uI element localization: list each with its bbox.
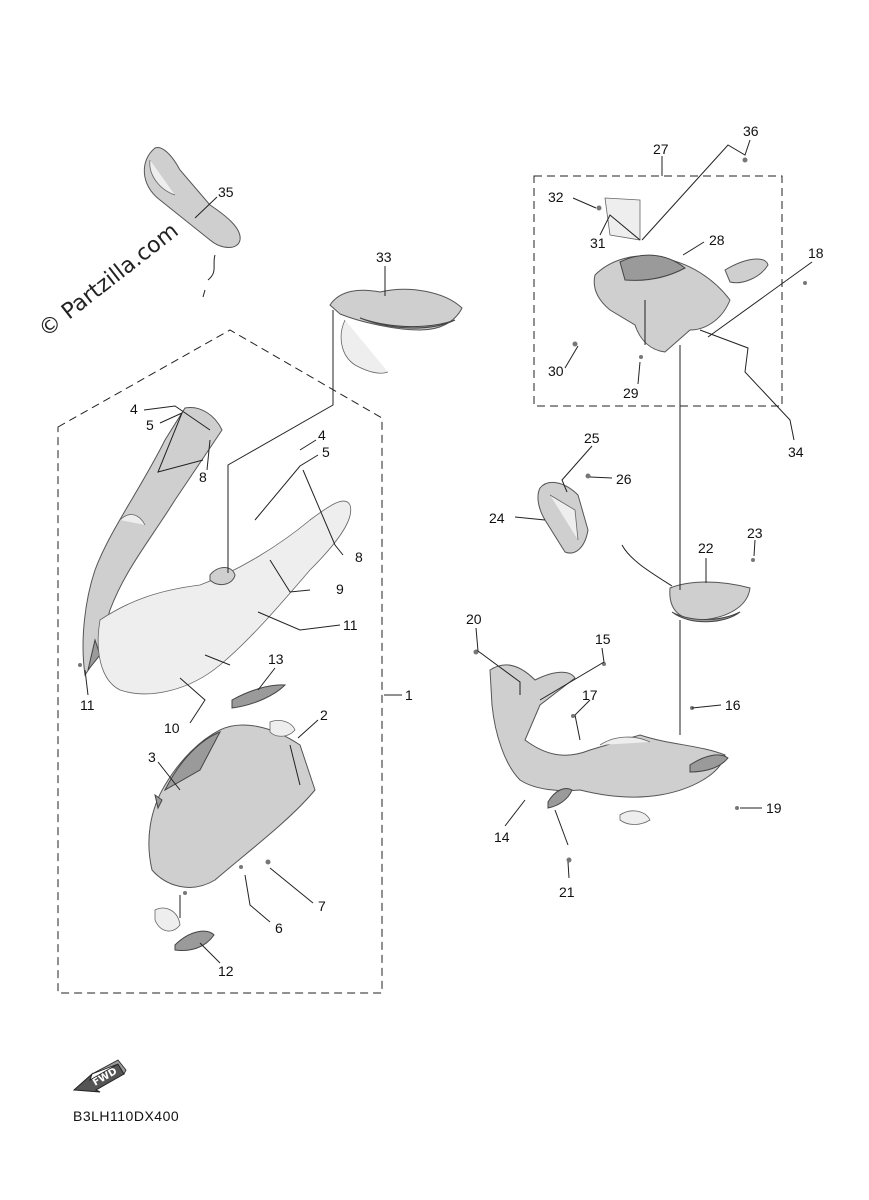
- part-14-frame[interactable]: [489, 664, 729, 825]
- callout-22[interactable]: 22: [698, 540, 714, 556]
- callout-17[interactable]: 17: [582, 687, 598, 703]
- fwd-arrow-icon: FWD: [72, 1059, 127, 1093]
- callout-12[interactable]: 12: [218, 963, 234, 979]
- callout-35[interactable]: 35: [218, 184, 234, 200]
- callout-24[interactable]: 24: [489, 510, 505, 526]
- callout-4-right[interactable]: 4: [318, 427, 326, 443]
- callout-8-right[interactable]: 8: [355, 549, 363, 565]
- callout-18[interactable]: 18: [808, 245, 824, 261]
- watermark: © Partzilla.com: [34, 219, 183, 343]
- callout-13[interactable]: 13: [268, 651, 284, 667]
- callout-20[interactable]: 20: [466, 611, 482, 627]
- callout-2[interactable]: 2: [320, 707, 328, 723]
- diagram-code: B3LH110DX400: [73, 1108, 179, 1124]
- callout-11[interactable]: 11: [80, 697, 95, 713]
- callout-21[interactable]: 21: [559, 884, 575, 900]
- callout-19[interactable]: 19: [766, 800, 782, 816]
- callout-5-right[interactable]: 5: [322, 444, 330, 460]
- callout-27[interactable]: 27: [653, 141, 669, 157]
- callout-33[interactable]: 33: [376, 249, 392, 265]
- part-24-headlight[interactable]: [537, 481, 589, 554]
- leader-lines: [84, 139, 813, 964]
- callout-4[interactable]: 4: [130, 401, 138, 417]
- part-3-lower-panel[interactable]: [148, 720, 316, 888]
- group-1-boundary: [57, 329, 383, 994]
- callout-25[interactable]: 25: [584, 430, 600, 446]
- callout-16[interactable]: 16: [725, 697, 741, 713]
- callout-10[interactable]: 10: [164, 720, 180, 736]
- callout-28[interactable]: 28: [709, 232, 725, 248]
- callout-23[interactable]: 23: [747, 525, 763, 541]
- callout-5[interactable]: 5: [146, 417, 154, 433]
- callout-32[interactable]: 32: [548, 189, 564, 205]
- part-front-panel-center[interactable]: [97, 500, 352, 709]
- callout-31[interactable]: 31: [590, 235, 606, 251]
- part-22-light[interactable]: [621, 544, 751, 623]
- callout-11-right[interactable]: 11: [343, 617, 358, 633]
- group-27-boundary: [533, 175, 783, 407]
- part-28-bracket[interactable]: [593, 197, 769, 353]
- callout-1[interactable]: 1: [405, 687, 413, 703]
- fasteners: [78, 157, 807, 895]
- callout-7[interactable]: 7: [318, 898, 326, 914]
- part-front-panel-left[interactable]: [82, 406, 223, 677]
- part-33-cover[interactable]: [329, 288, 463, 374]
- part-12-cover[interactable]: [154, 907, 215, 951]
- callout-9[interactable]: 9: [336, 581, 344, 597]
- callout-labels: 35 33 4 5 8 4 5 8 9 11 11 13 10 1 2 3 7 …: [80, 123, 824, 979]
- callout-8[interactable]: 8: [199, 469, 207, 485]
- callout-14[interactable]: 14: [494, 829, 510, 845]
- callout-26[interactable]: 26: [616, 471, 632, 487]
- callout-6[interactable]: 6: [275, 920, 283, 936]
- callout-30[interactable]: 30: [548, 363, 564, 379]
- part-35-mirror[interactable]: [143, 146, 241, 298]
- callout-3[interactable]: 3: [148, 749, 156, 765]
- callout-29[interactable]: 29: [623, 385, 639, 401]
- callout-15[interactable]: 15: [595, 631, 611, 647]
- callout-36[interactable]: 36: [743, 123, 759, 139]
- callout-34[interactable]: 34: [788, 444, 804, 460]
